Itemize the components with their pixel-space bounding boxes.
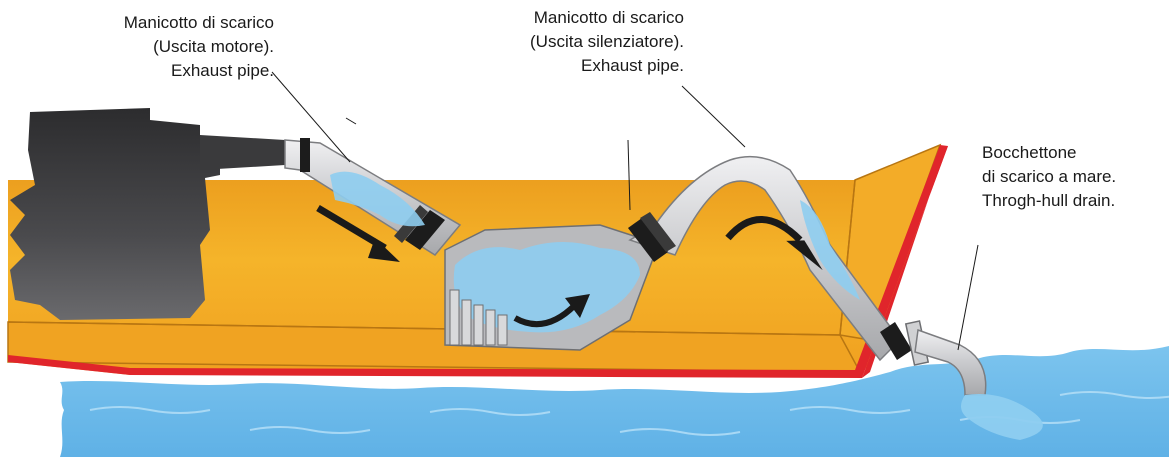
label-muffler-exhaust: Manicotto di scarico (Uscita silenziator… xyxy=(458,6,684,78)
label-engine-exhaust-line2: (Uscita motore). xyxy=(60,35,274,59)
label-engine-exhaust: Manicotto di scarico (Uscita motore). Ex… xyxy=(60,11,274,83)
label-muffler-exhaust-line2: (Uscita silenziatore). xyxy=(458,30,684,54)
label-through-hull-line1: Bocchettone xyxy=(982,141,1167,165)
label-engine-exhaust-line1: Manicotto di scarico xyxy=(60,11,274,35)
label-through-hull-line3: Throgh-hull drain. xyxy=(982,189,1167,213)
label-engine-exhaust-line3: Exhaust pipe. xyxy=(60,59,274,83)
label-muffler-exhaust-line1: Manicotto di scarico xyxy=(458,6,684,30)
engine-block xyxy=(10,108,220,320)
engine-exhaust-outlet xyxy=(200,135,293,170)
label-muffler-exhaust-line3: Exhaust pipe. xyxy=(458,54,684,78)
label-through-hull: Bocchettone di scarico a mare. Throgh-hu… xyxy=(982,141,1167,213)
label-through-hull-line2: di scarico a mare. xyxy=(982,165,1167,189)
